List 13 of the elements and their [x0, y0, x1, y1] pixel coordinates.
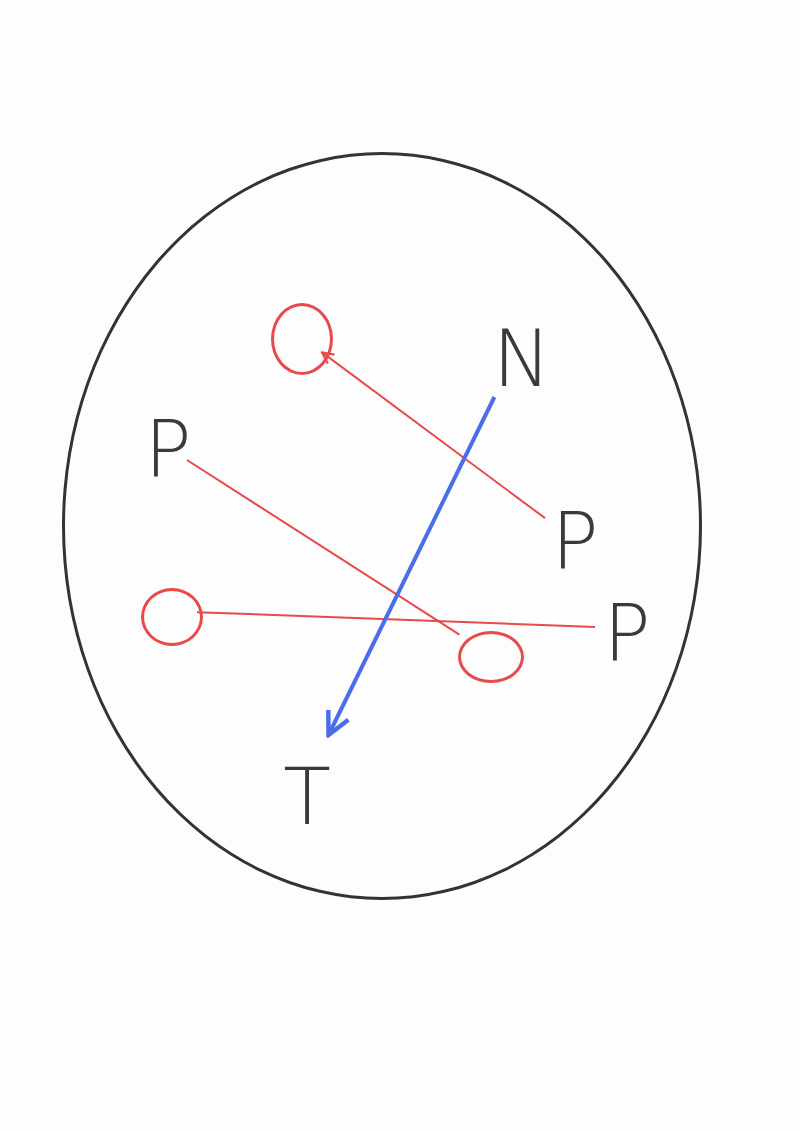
outer-circle: [62, 152, 702, 900]
loop-circle: [141, 588, 203, 646]
loop-circle: [271, 303, 333, 375]
arrow: [321, 351, 546, 520]
connector-line: [186, 459, 461, 636]
connector-line: [196, 611, 596, 629]
arrow: [326, 396, 497, 738]
letter-label: P: [601, 588, 653, 680]
letter-label: N: [491, 315, 553, 403]
letter-label: P: [143, 395, 193, 505]
loop-circle: [458, 631, 524, 683]
letter-label: P: [551, 501, 599, 583]
letter-label: T: [251, 741, 363, 853]
